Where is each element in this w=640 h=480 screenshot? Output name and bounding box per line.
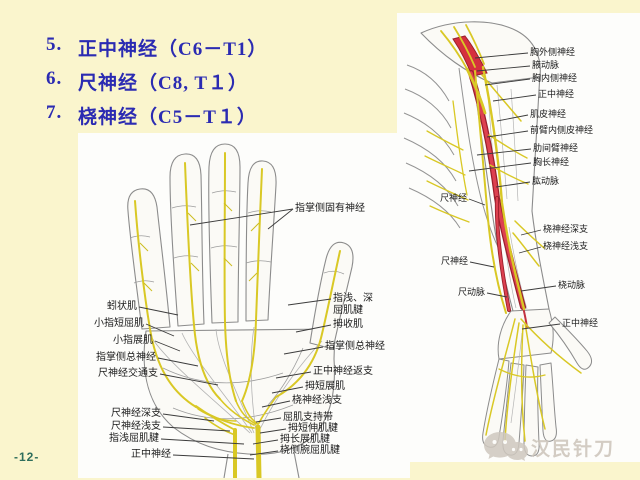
anatomy-label: 拇收肌 xyxy=(333,319,363,330)
anatomy-label: 正中神经 xyxy=(538,89,575,99)
list-item-ulnar-nerve: 6. 尺神经（C8, T１） xyxy=(46,68,267,95)
anatomy-label: 拇长展肌腱 xyxy=(280,434,330,445)
anatomy-label: 尺神经交通支 xyxy=(98,368,158,379)
anatomy-label: 桡神经浅支 xyxy=(292,395,342,406)
anatomy-label: 尺动脉 xyxy=(457,287,485,297)
list-label: 桡神经（C5－T１） xyxy=(78,107,257,128)
anatomy-label: 桡神经深支 xyxy=(543,224,589,234)
anatomy-label: 胸外侧神经 xyxy=(530,47,576,57)
hand-illustration xyxy=(127,143,354,478)
anatomy-label: 腋动脉 xyxy=(532,60,560,70)
anatomy-label: 尺神经 xyxy=(440,256,468,266)
anatomy-label: 小指短屈肌 xyxy=(94,318,144,329)
anatomy-label: 拇短伸肌腱 xyxy=(288,423,338,434)
page-number: -12- xyxy=(14,450,40,464)
list-item-radial-nerve: 7. 桡神经（C5－T１） xyxy=(46,102,267,129)
nerve-list: 5. 正中神经（C6－T1） 6. 尺神经（C8, T１） 7. 桡神经（C5－… xyxy=(46,34,267,136)
anatomy-label: 胸长神经 xyxy=(533,157,570,167)
anatomy-label: 拇短展肌 xyxy=(305,381,345,392)
list-number: 7. xyxy=(46,102,63,123)
anatomy-label: 尺神经深支 xyxy=(111,408,161,419)
anatomy-label: 桡侧腕屈肌腱 xyxy=(280,445,340,456)
anatomy-label: 尺神经浅支 xyxy=(111,421,161,432)
anatomy-label: 肋间臂神经 xyxy=(533,143,579,153)
anatomy-label: 指掌侧总神经 xyxy=(325,341,385,352)
list-label: 尺神经（C8, T１） xyxy=(78,73,249,94)
anatomy-label: 正中神经 xyxy=(562,318,599,328)
anatomy-label: 蚓状肌 xyxy=(107,301,137,312)
arm-figure: 胸外侧神经腋动脉胸内侧神经正中神经肌皮神经前臂内侧皮神经肋间臂神经胸长神经肱动脉… xyxy=(397,13,640,462)
hand-figure: 指掌侧固有神经蚓状肌小指短屈肌小指展肌指掌侧总神经尺神经交通支尺神经深支尺神经浅… xyxy=(78,133,410,478)
anatomy-label: 肱动脉 xyxy=(532,176,560,186)
anatomy-label: 前臂内侧皮神经 xyxy=(530,125,594,135)
anatomy-label: 肌皮神经 xyxy=(530,109,567,119)
anatomy-label: 尺神经 xyxy=(439,193,467,203)
anatomy-label: 桡神经浅支 xyxy=(543,241,589,251)
list-number: 6. xyxy=(46,68,63,89)
leader-lines xyxy=(468,52,561,330)
anatomy-label: 桡动脉 xyxy=(558,280,586,290)
list-item-median-nerve: 5. 正中神经（C6－T1） xyxy=(46,34,267,61)
anatomy-label: 胸内侧神经 xyxy=(532,73,578,83)
leader-lines xyxy=(138,208,332,460)
anatomy-label: 指浅屈肌腱 xyxy=(109,433,159,444)
anatomy-label: 正中神经 xyxy=(131,449,171,460)
list-label: 正中神经（C6－T1） xyxy=(78,39,268,60)
anatomy-label: 屈肌支持带 xyxy=(283,412,333,423)
anatomy-label: 正中神经返支 xyxy=(313,366,373,377)
anatomy-label: 小指展肌 xyxy=(113,335,153,346)
anatomy-label: 指掌侧总神经 xyxy=(96,352,156,363)
anatomy-label: 指浅、深 屈肌腱 xyxy=(333,293,373,316)
anatomy-label: 指掌侧固有神经 xyxy=(295,203,365,214)
list-number: 5. xyxy=(46,34,63,55)
